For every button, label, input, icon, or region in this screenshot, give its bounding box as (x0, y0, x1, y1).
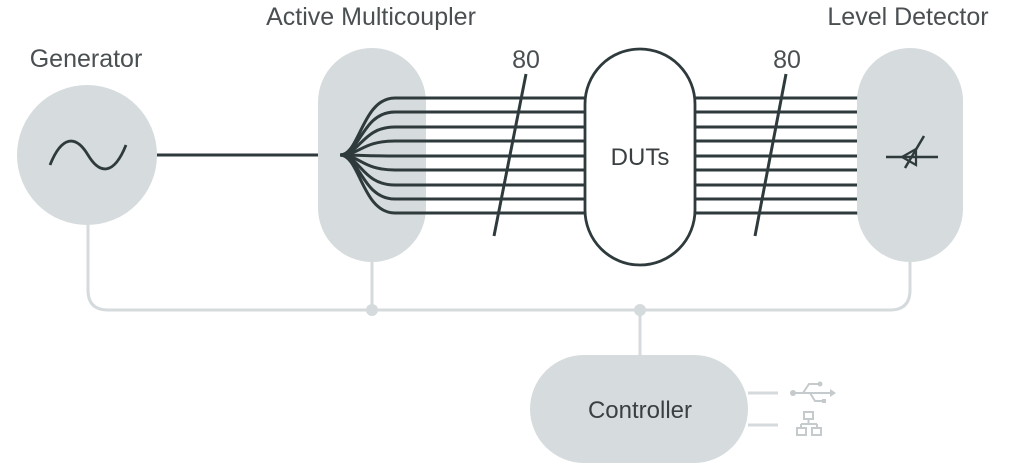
controller-block (530, 355, 748, 463)
input-count-label: 80 (512, 46, 540, 74)
duts-label: DUTs (611, 144, 670, 171)
bus-slash-mark (753, 73, 788, 237)
bus-slash-mark (492, 73, 528, 237)
fanout-lines (339, 96, 587, 215)
controller-label: Controller (588, 397, 692, 424)
fanout-line (339, 153, 587, 158)
fanout-line (339, 153, 587, 215)
sine-wave-icon (48, 139, 128, 171)
detector-input-lines (693, 96, 858, 215)
detector-icon (886, 135, 938, 169)
multicoupler-label: Active Multicoupler (266, 3, 476, 31)
duts-block (583, 47, 697, 267)
output-count-label: 80 (773, 46, 801, 74)
generator-block (17, 85, 157, 225)
level-detector-label: Level Detector (827, 3, 988, 31)
control-bus (86, 225, 912, 355)
generator-label: Generator (30, 45, 143, 73)
usb-icon (790, 381, 836, 403)
bus-junction-dot (366, 304, 378, 316)
network-icon (796, 411, 822, 436)
bus-junction-dot (634, 304, 646, 316)
level-detector-block (857, 48, 963, 262)
